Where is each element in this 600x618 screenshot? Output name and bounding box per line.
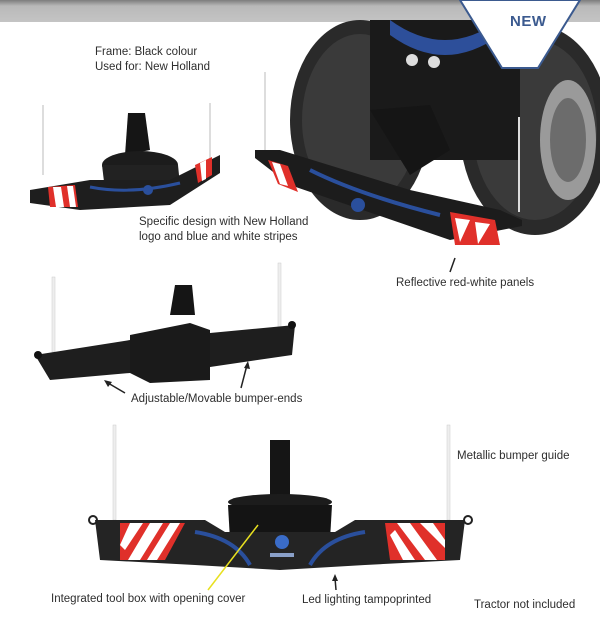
new-badge bbox=[458, 0, 582, 69]
bumper-rear-image bbox=[34, 262, 296, 383]
reflective-label: Reflective red-white panels bbox=[396, 277, 535, 289]
header-band bbox=[0, 0, 600, 22]
bumper-perspective-image bbox=[30, 103, 220, 210]
led-label: Led lighting tampoprinted bbox=[302, 594, 432, 606]
tractor-note-label: Tractor not included bbox=[474, 599, 576, 611]
metallic-label: Metallic bumper guide bbox=[457, 450, 570, 462]
adjustable-label: Adjustable/Movable bumper-ends bbox=[131, 393, 303, 405]
frame-label: Frame: Black colour Used for: New Hollan… bbox=[95, 46, 211, 73]
new-badge-label: NEW bbox=[510, 13, 547, 30]
design-label: Specific design with New Holland logo an… bbox=[139, 216, 309, 243]
toolbox-label: Integrated tool box with opening cover bbox=[51, 593, 246, 605]
bumper-front-image bbox=[88, 424, 473, 570]
